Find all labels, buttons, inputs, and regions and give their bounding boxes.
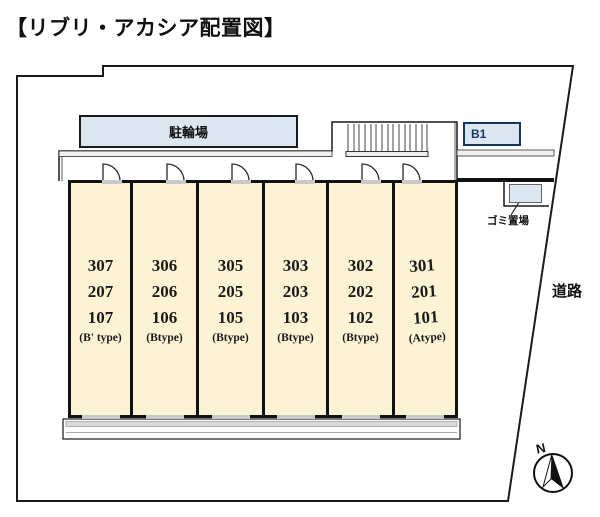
page-title: 【リブリ・アカシア配置図】: [6, 17, 286, 40]
door-opening: [402, 179, 422, 184]
bicycle-parking-area: 駐輪場: [79, 115, 298, 148]
room-unit-label: 306 206 106 (Btype): [146, 255, 183, 344]
north-label: N: [535, 440, 547, 457]
garbage-area-box: [509, 184, 542, 203]
room-unit-105: 305 205 105 (Btype): [196, 179, 265, 419]
door-opening: [295, 179, 315, 184]
door-opening: [166, 179, 186, 184]
room-unit-107: 307 207 107 (B' type): [68, 179, 133, 419]
b1-label: B1: [471, 127, 487, 141]
compass-needle-light: [542, 453, 553, 489]
room-unit-102: 302 202 102 (Btype): [326, 179, 395, 419]
room-unit-103: 303 203 103 (Btype): [262, 179, 329, 419]
site-boundary: [16, 65, 575, 502]
bicycle-parking-label: 駐輪場: [168, 125, 208, 140]
building-walls: [58, 121, 555, 216]
room-unit-label: 302 202 102 (Btype): [342, 255, 379, 344]
road-label: 道路: [552, 283, 583, 300]
room-unit-label: 307 207 107 (B' type): [79, 255, 122, 344]
window-opening: [145, 414, 184, 419]
b1-marker: B1: [463, 122, 521, 146]
room-unit-label: 301 201 101 (Atype): [408, 254, 447, 345]
window-opening: [211, 414, 250, 419]
window-opening: [406, 414, 444, 419]
door-opening: [102, 179, 122, 184]
room-unit-label: 303 203 103 (Btype): [277, 255, 314, 344]
window-opening: [81, 414, 120, 419]
compass: N: [533, 440, 573, 493]
garbage-area-label: ゴミ置場: [487, 215, 529, 227]
door-opening: [361, 179, 381, 184]
window-opening: [341, 414, 380, 419]
balcony: [62, 418, 461, 440]
staircase: [345, 124, 429, 157]
compass-needle-dark: [551, 454, 564, 489]
door-opening: [231, 179, 251, 184]
room-unit-label: 305 205 105 (Btype): [212, 255, 249, 344]
window-opening: [276, 414, 315, 419]
room-unit-106: 306 206 106 (Btype): [130, 179, 199, 419]
room-unit-101: 301 201 101 (Atype): [392, 179, 458, 419]
